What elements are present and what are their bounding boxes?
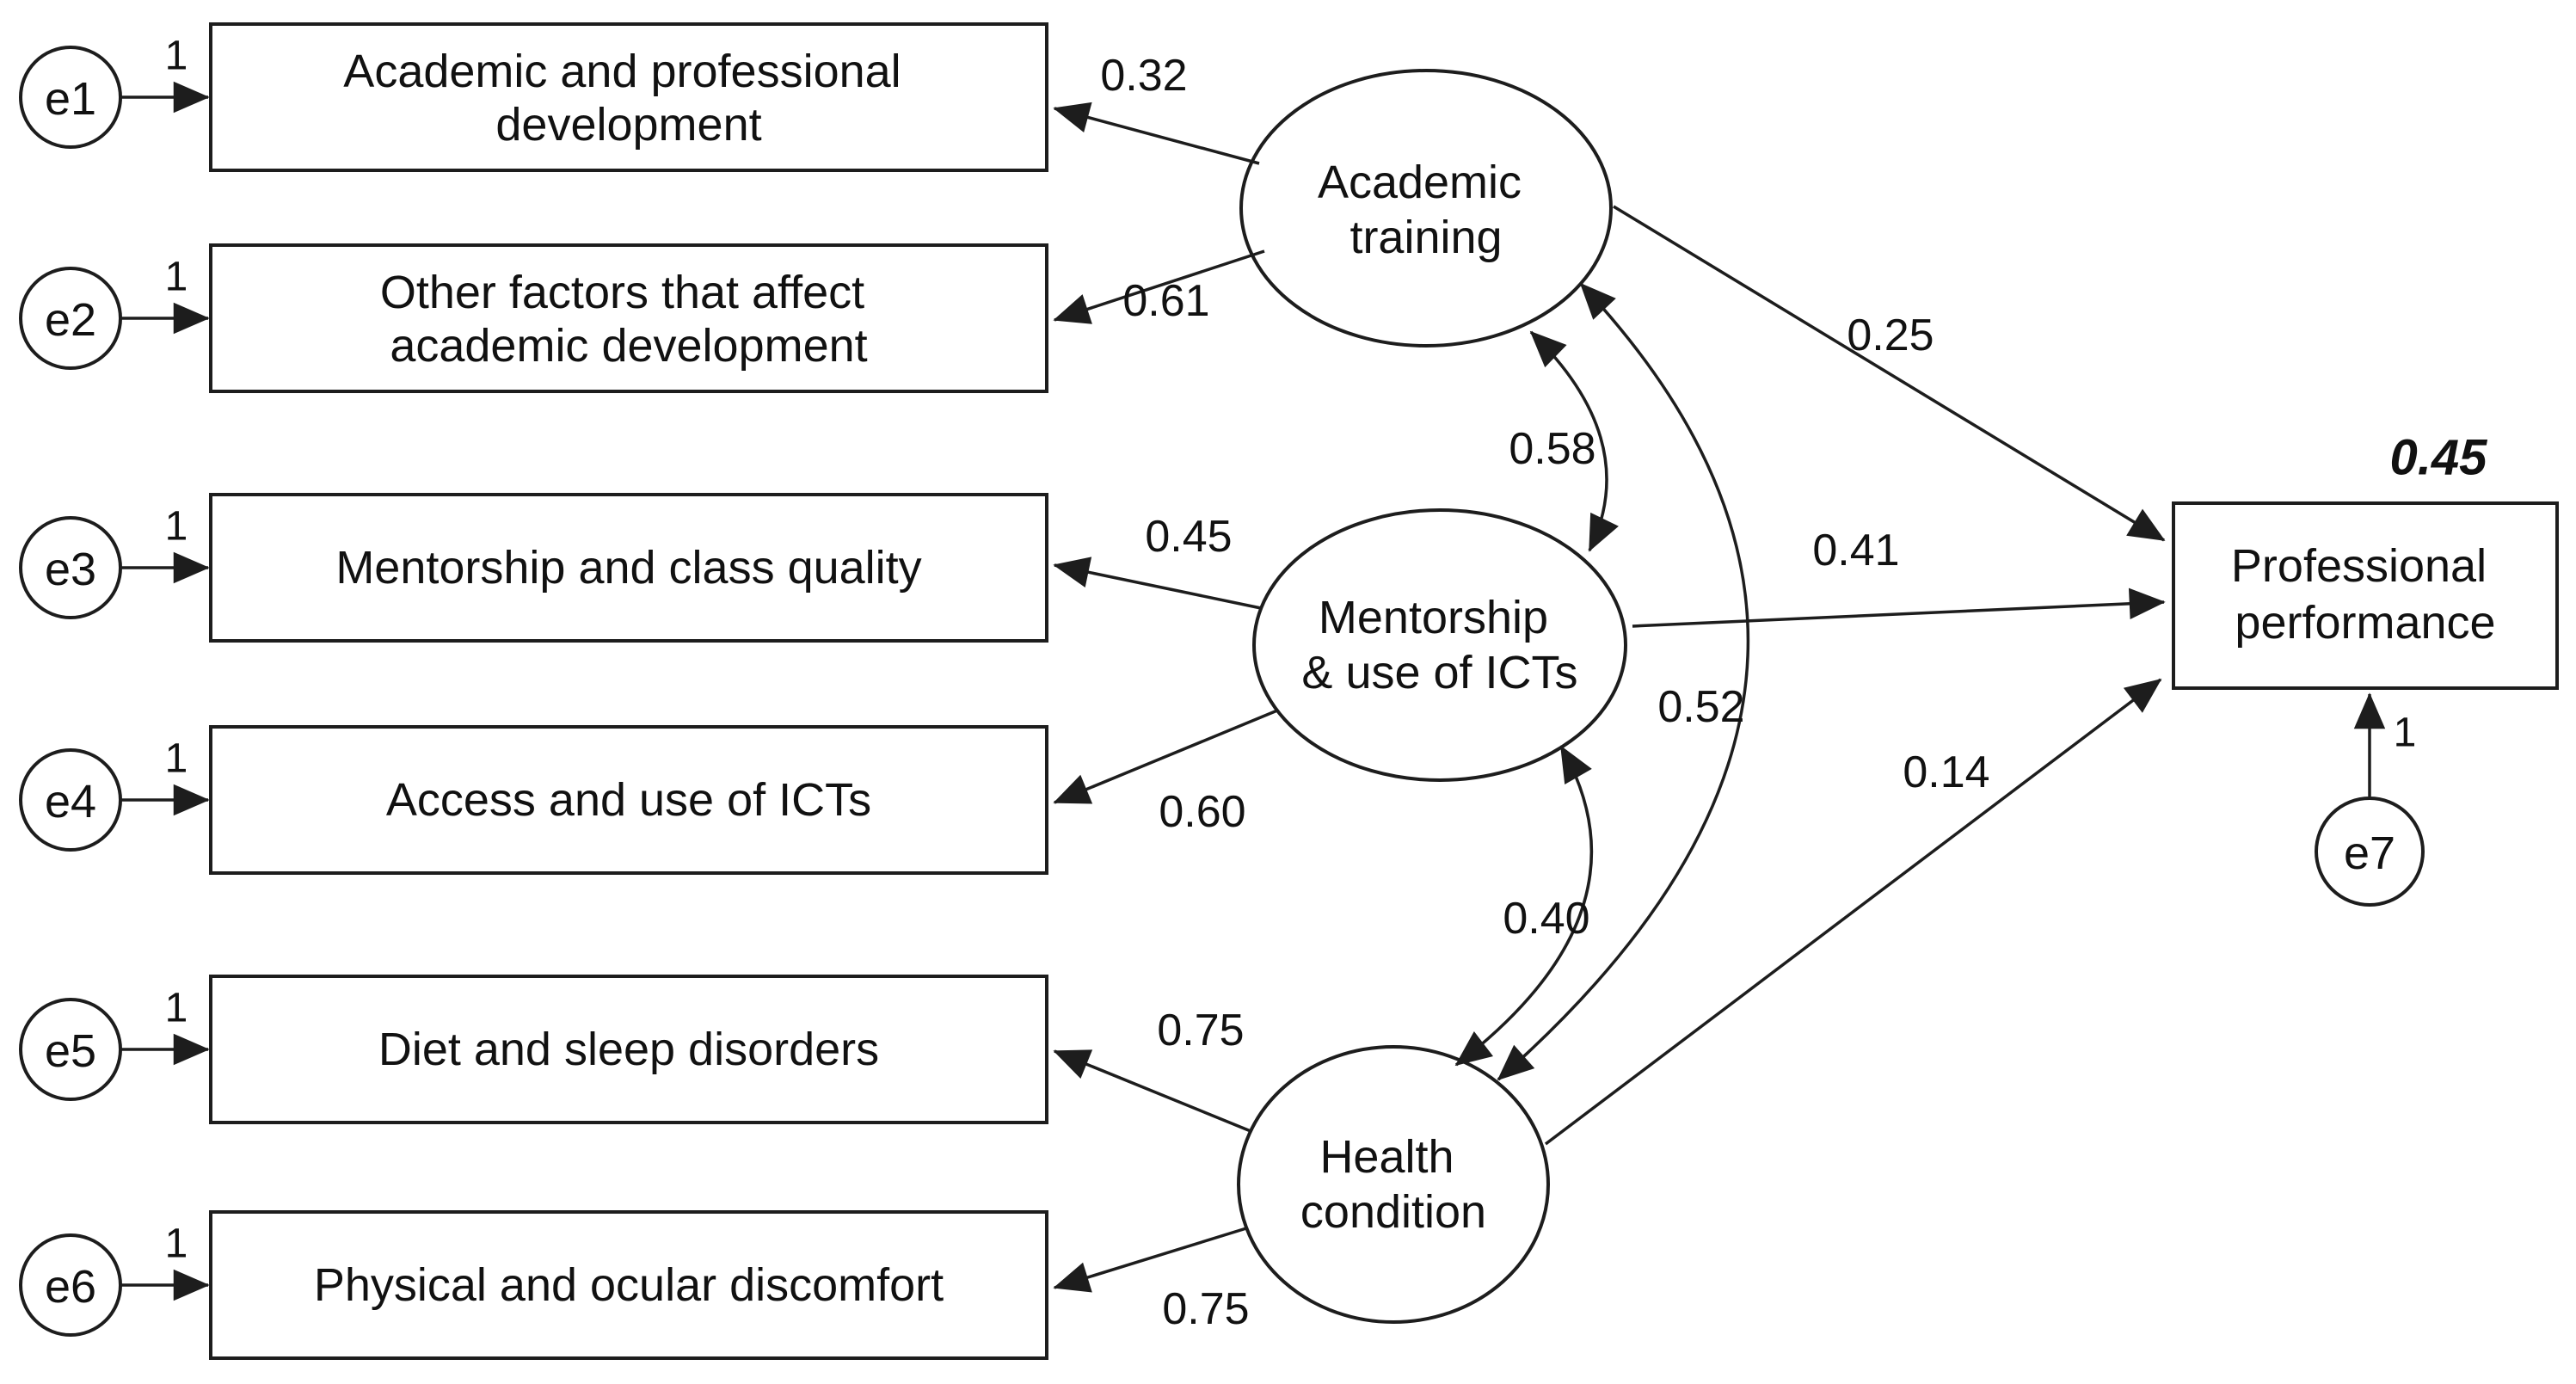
loading-arrow-mentorship-ind4 xyxy=(1053,709,1278,804)
outcome-label: Professional performance xyxy=(2231,540,2499,649)
error-circle-e7 xyxy=(2315,797,2425,907)
error-label-e4: e4 xyxy=(45,776,96,827)
fixed-loading-label-e5: 1 xyxy=(165,986,188,1031)
indicator-mentorship-class-quality: Mentorship and class quality xyxy=(209,493,1048,643)
latent-mentorship-line2: & use of ICTs xyxy=(1301,647,1577,698)
latent-ellipse-mentorship-icts xyxy=(1252,508,1627,782)
path-coefficient-mentorship: 0.41 xyxy=(1812,526,1899,575)
path-coefficient-academic: 0.25 xyxy=(1847,311,1934,360)
structural-paths: 0.25 0.41 0.14 xyxy=(1544,205,2166,1146)
path-arrow-health-outcome xyxy=(1544,678,2162,1146)
loading-coefficient-ind4: 0.60 xyxy=(1159,787,1245,837)
indicator-label-6: Physical and ocular discomfort xyxy=(314,1259,944,1311)
indicator-box-2 xyxy=(209,243,1048,393)
error-term-e1: e1 1 xyxy=(19,34,210,149)
indicator-other-factors: Other factors that affect academic devel… xyxy=(209,243,1048,393)
error-circle-e4 xyxy=(19,748,122,852)
latent-label-health-condition: Health condition xyxy=(1300,1131,1486,1238)
outcome-label-line2: performance xyxy=(2235,597,2495,649)
latent-academic-training: Academic training xyxy=(1239,69,1613,348)
indicator-label-4: Access and use of ICTs xyxy=(386,774,871,826)
error-term-e7: 1 e7 xyxy=(2315,692,2425,907)
path-arrow-mentorship-outcome xyxy=(1632,587,2166,628)
r-squared-label: 0.45 xyxy=(2390,430,2488,486)
latent-mentorship-icts: Mentorship & use of ICTs xyxy=(1252,508,1627,782)
indicator-diet-sleep-disorders: Diet and sleep disorders xyxy=(209,975,1048,1124)
error-label-e6: e6 xyxy=(45,1261,96,1313)
error-circle-e5 xyxy=(19,998,122,1101)
error-term-e5: e5 1 xyxy=(19,986,210,1101)
indicator-access-use-icts: Access and use of ICTs xyxy=(209,725,1048,875)
covariance-label-mentorship-health: 0.40 xyxy=(1503,894,1589,944)
covariance-label-academic-mentorship: 0.58 xyxy=(1509,424,1595,474)
covariance-arc-academic-health xyxy=(1497,282,1750,1081)
indicator-academic-professional-development: Academic and professional development xyxy=(209,22,1048,172)
indicator-box-4 xyxy=(209,725,1048,875)
latent-label-academic-training: Academic training xyxy=(1318,157,1534,263)
loading-arrows: 0.32 0.61 0.45 0.60 0.75 0.75 xyxy=(1053,51,1278,1334)
fixed-loading-label-e6: 1 xyxy=(165,1221,188,1267)
latent-ellipse-health-condition xyxy=(1237,1045,1550,1324)
loading-arrow-health-ind5 xyxy=(1053,1049,1251,1133)
outcome-box xyxy=(2172,501,2559,690)
latent-health-line1: Health xyxy=(1319,1131,1454,1183)
loading-coefficient-ind5: 0.75 xyxy=(1157,1006,1244,1055)
loading-coefficient-ind6: 0.75 xyxy=(1162,1284,1249,1334)
path-coefficient-health: 0.14 xyxy=(1903,747,1989,797)
indicator-box-3 xyxy=(209,493,1048,643)
fixed-loading-label-e4: 1 xyxy=(165,736,188,782)
fixed-loading-label-e3: 1 xyxy=(165,504,188,550)
indicator-label-1: Academic and professional development xyxy=(343,46,913,151)
indicator-box-6 xyxy=(209,1210,1048,1360)
indicator-label-1-line1: Academic and professional xyxy=(343,46,901,97)
covariance-arcs: 0.58 0.52 0.40 xyxy=(1454,282,1750,1081)
error-label-e1: e1 xyxy=(45,73,96,125)
indicator-label-2-line2: academic development xyxy=(390,320,867,372)
indicator-physical-ocular-discomfort: Physical and ocular discomfort xyxy=(209,1210,1048,1360)
error-label-e3: e3 xyxy=(45,544,96,595)
path-arrow-academic-outcome xyxy=(1613,205,2166,542)
latent-health-condition: Health condition xyxy=(1237,1045,1550,1324)
indicator-label-3: Mentorship and class quality xyxy=(335,542,921,594)
covariance-label-academic-health: 0.52 xyxy=(1657,682,1744,732)
loading-coefficient-ind1: 0.32 xyxy=(1100,51,1187,101)
latent-academic-line2: training xyxy=(1349,212,1502,263)
error-circle-e1 xyxy=(19,46,122,149)
loading-arrow-health-ind6 xyxy=(1053,1227,1247,1293)
indicator-label-1-line2: development xyxy=(495,99,761,151)
fixed-loading-label-e2: 1 xyxy=(165,255,188,300)
fixed-loading-label-e7: 1 xyxy=(2394,710,2417,756)
latent-ellipse-academic-training xyxy=(1239,69,1613,348)
error-circle-e6 xyxy=(19,1233,122,1337)
error-term-e6: e6 1 xyxy=(19,1221,210,1337)
indicator-box-1 xyxy=(209,22,1048,172)
error-label-e2: e2 xyxy=(45,294,96,346)
error-circle-e3 xyxy=(19,516,122,619)
outcome-label-line1: Professional xyxy=(2231,540,2487,592)
indicator-label-5: Diet and sleep disorders xyxy=(378,1024,879,1075)
error-label-e7: e7 xyxy=(2344,827,2395,879)
error-term-e4: e4 1 xyxy=(19,736,210,852)
latent-mentorship-line1: Mentorship xyxy=(1319,592,1548,643)
error-term-e3: e3 1 xyxy=(19,504,210,619)
indicator-box-5 xyxy=(209,975,1048,1124)
loading-coefficient-ind3: 0.45 xyxy=(1145,512,1232,562)
latent-academic-line1: Academic xyxy=(1318,157,1522,208)
loading-arrow-academic-ind1 xyxy=(1053,101,1260,165)
loading-arrow-mentorship-ind3 xyxy=(1053,557,1262,610)
error-term-e2: e2 1 xyxy=(19,255,210,370)
error-circle-e2 xyxy=(19,267,122,370)
indicator-label-2-line1: Other factors that affect xyxy=(380,267,864,318)
fixed-loading-label-e1: 1 xyxy=(165,34,188,79)
loading-arrow-academic-ind2 xyxy=(1053,249,1265,324)
indicator-label-2: Other factors that affect academic devel… xyxy=(380,267,877,372)
latent-health-line2: condition xyxy=(1300,1186,1486,1238)
error-label-e5: e5 xyxy=(45,1025,96,1077)
covariance-arc-mentorship-health xyxy=(1454,745,1594,1067)
loading-coefficient-ind2: 0.61 xyxy=(1122,276,1209,326)
outcome-professional-performance: 0.45 Professional performance xyxy=(2172,430,2559,690)
